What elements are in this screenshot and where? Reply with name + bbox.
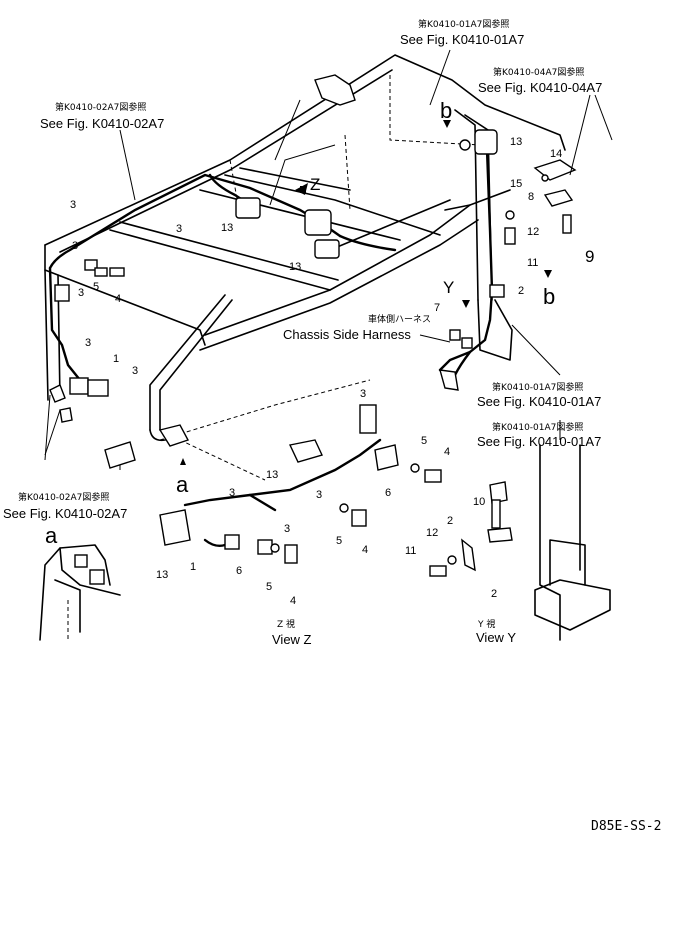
bolt-icon <box>429 565 447 577</box>
marker-a-mid: a <box>176 472 189 497</box>
part-number: 4 <box>290 595 296 607</box>
clamp-icon <box>489 284 505 298</box>
part-number: 13 <box>266 469 278 481</box>
part-number: 1 <box>113 353 119 365</box>
ref-en-mid-right-2: See Fig. K0410-01A7 <box>477 434 601 449</box>
bolt-icon <box>49 384 66 403</box>
part-number: 13 <box>156 569 168 581</box>
components <box>39 74 611 641</box>
bolt-icon <box>504 227 516 245</box>
light-icon <box>314 239 340 259</box>
horn-icon <box>235 197 261 219</box>
part-number: 3 <box>132 365 138 377</box>
marker-a-lower: a <box>45 523 58 548</box>
light-icon <box>288 439 323 463</box>
arrow-b-icon <box>544 270 552 278</box>
part-number: 5 <box>336 535 342 547</box>
part-number: 3 <box>70 199 76 211</box>
ref-jp-top-right-2: 第K0410-04A7図参照 <box>493 66 584 78</box>
part-number: 3 <box>229 487 235 499</box>
ref-jp-top-right-1: 第K0410-01A7図参照 <box>418 18 509 30</box>
part-number: 3 <box>284 523 290 535</box>
ref-en-top-right-1: See Fig. K0410-01A7 <box>400 32 524 47</box>
bracket-icon <box>543 189 574 207</box>
part-number: 3 <box>85 337 91 349</box>
part-number: 11 <box>527 257 538 269</box>
part-number: 3 <box>72 240 78 252</box>
part-number: 5 <box>266 581 272 593</box>
part-number: 3 <box>176 223 182 235</box>
arrow-b-icon <box>443 120 451 128</box>
part-number: 2 <box>518 285 524 297</box>
view-arrows <box>180 120 552 465</box>
part-number: 3 <box>316 489 322 501</box>
part-number: 5 <box>93 281 99 293</box>
part-number: 4 <box>362 544 368 556</box>
part-number: 12 <box>426 527 438 539</box>
marker-y: Y <box>443 278 454 297</box>
part-number: 13 <box>289 261 301 273</box>
marker-z: Z <box>310 175 320 194</box>
part-number: 15 <box>510 178 522 190</box>
ref-en-top-right-2: See Fig. K0410-04A7 <box>478 80 602 95</box>
ref-en-mid-left: See Fig. K0410-02A7 <box>3 506 127 521</box>
ref-jp-mid-right-2: 第K0410-01A7図参照 <box>492 421 583 433</box>
bracket-icon <box>487 527 513 543</box>
drawing-code: D85E-SS-2 <box>591 819 661 834</box>
part-number: 5 <box>421 435 427 447</box>
cab-frame <box>44 54 566 481</box>
part-number: 14 <box>550 148 562 160</box>
view-z-en: View Z <box>272 632 312 647</box>
arrow-y-icon <box>462 300 470 308</box>
arrow-a-icon <box>180 458 186 465</box>
part-number: 11 <box>405 545 416 557</box>
part-number: 2 <box>447 515 453 527</box>
part-number: 2 <box>491 588 497 600</box>
view-y-en: View Y <box>476 630 516 645</box>
leader-lines <box>44 49 613 470</box>
clamp-icon <box>54 284 70 302</box>
labels: 第K0410-01A7図参照 See Fig. K0410-01A7 第K041… <box>3 18 661 834</box>
bracket-icon <box>359 404 377 434</box>
marker-b-right: b <box>543 284 555 309</box>
bracket-icon <box>104 441 136 469</box>
bolt-icon <box>109 267 125 277</box>
harness-jp: 車体側ハーネス <box>368 313 431 325</box>
harness-en: Chassis Side Harness <box>283 327 411 342</box>
bolt-icon <box>351 509 367 527</box>
lamp-icon <box>474 129 498 155</box>
part-number: 4 <box>444 446 450 458</box>
view-y-jp: Y 視 <box>477 618 495 630</box>
ref-en-mid-right-1: See Fig. K0410-01A7 <box>477 394 601 409</box>
connector-icon <box>459 139 471 151</box>
ref-jp-mid-left: 第K0410-02A7図参照 <box>18 491 109 503</box>
part-number: 10 <box>473 496 485 508</box>
part-number: 1 <box>190 561 196 573</box>
part-number: 12 <box>527 226 539 238</box>
ref-en-top-left: See Fig. K0410-02A7 <box>40 116 164 131</box>
bolt-icon <box>562 214 572 234</box>
ref-jp-top-left: 第K0410-02A7図参照 <box>55 101 146 113</box>
part-number: 3 <box>78 287 84 299</box>
bracket-icon <box>533 159 577 181</box>
marker-b-top: b <box>440 98 452 123</box>
part-number: 8 <box>528 191 534 203</box>
light-icon <box>159 509 191 546</box>
part-number: 13 <box>510 136 522 148</box>
part-number: 6 <box>236 565 242 577</box>
work-light-icon <box>314 74 356 106</box>
ref-jp-mid-right-1: 第K0410-01A7図参照 <box>492 381 583 393</box>
view-z-jp: Z 視 <box>277 618 295 630</box>
clamp-icon <box>69 377 89 395</box>
part-number: 4 <box>115 293 121 305</box>
bolt-icon <box>284 544 298 564</box>
bolt-icon <box>424 469 442 483</box>
part-number: 7 <box>434 302 440 314</box>
part-number: 3 <box>360 388 366 400</box>
part-number: 9 <box>585 247 594 266</box>
light-icon <box>304 209 332 236</box>
part-number: 6 <box>385 487 391 499</box>
part-number: 13 <box>221 222 233 234</box>
